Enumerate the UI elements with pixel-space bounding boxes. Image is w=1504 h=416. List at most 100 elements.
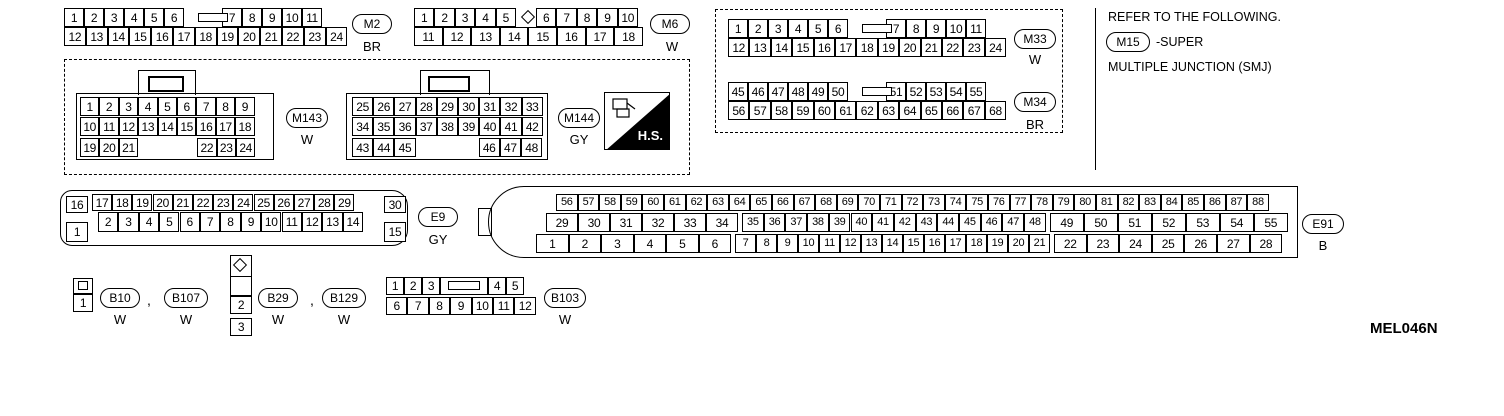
e91-pin-cell: 31	[610, 213, 642, 232]
m144-pin-cell: 34	[352, 117, 374, 136]
m2-pin-cell: 17	[173, 27, 195, 46]
m34-pin-cell: 55	[966, 82, 986, 101]
e91-pin-cell: 66	[772, 194, 794, 211]
e9-pin-cell: 19	[132, 194, 153, 211]
m34-pin-cell: 54	[946, 82, 966, 101]
e91-pin-cell: 68	[815, 194, 837, 211]
e91-pin-cell: 22	[1054, 234, 1087, 253]
e91-pin-cell: 65	[750, 194, 772, 211]
m6-pin-cell: 8	[576, 8, 598, 27]
m143-pin-cell: 10	[80, 117, 100, 136]
m2-pin-cell: 3	[104, 8, 124, 27]
e91-pin-cell: 87	[1225, 194, 1248, 211]
b10-connector-id-badge: B10	[100, 288, 140, 308]
e9-pin-cell: 12	[302, 212, 323, 232]
m34-pin-cell: 65	[920, 101, 942, 120]
m34-pin-cell: 47	[768, 82, 788, 101]
m143-pin-cell: 12	[118, 117, 139, 136]
m33-pin-cell: 2	[748, 19, 768, 38]
m33-pin-cell: 6	[828, 19, 848, 38]
m34-pin-cell: 64	[899, 101, 921, 120]
m6-pin-cell: 11	[414, 27, 443, 46]
b29-pin-cell: 2	[230, 296, 252, 314]
m34-pin-cell: 46	[748, 82, 768, 101]
m2-pin-cell: 22	[282, 27, 304, 46]
e91-side-tab	[478, 208, 492, 236]
m34-pin-cell: 57	[749, 101, 771, 120]
m34-pin-cell: 61	[835, 101, 857, 120]
m34-pin-cell: 67	[963, 101, 985, 120]
e9-pin-cell: 3	[118, 212, 139, 232]
m6-diamond-icon	[520, 9, 536, 25]
m33-pin-cell: 5	[808, 19, 828, 38]
b103-pin-cell: 12	[514, 297, 536, 315]
m6-pin-cell: 9	[597, 8, 618, 27]
e9-pin-cell: 25	[253, 194, 274, 211]
e9-pin-cell: 6	[179, 212, 200, 232]
e91-pin-cell: 80	[1074, 194, 1096, 211]
m34-pin-cell: 60	[813, 101, 835, 120]
e9-pin-cell: 10	[261, 212, 282, 232]
m144-pin-cell: 43	[352, 138, 374, 157]
m2-pin-cell: 13	[85, 27, 108, 46]
m143-pin-cell: 20	[99, 138, 119, 157]
m34-pin-cell: 68	[984, 101, 1007, 120]
e91-pin-cell: 78	[1031, 194, 1053, 211]
m2-pin-cell: 11	[302, 8, 322, 27]
m33-pin-cell: 4	[788, 19, 808, 38]
e91-pin-cell: 2	[568, 234, 601, 253]
m33-lock-tab	[862, 24, 892, 33]
m6-pin-cell: 13	[471, 27, 500, 46]
m2-lock-tab	[198, 13, 228, 22]
e91-pin-cell: 57	[577, 194, 600, 211]
separator-b10-b107: ,	[147, 292, 151, 308]
e91-pin-cell: 75	[966, 194, 988, 211]
m33-connector-id-badge: M33	[1014, 29, 1056, 49]
e91-pin-cell: 50	[1083, 213, 1118, 232]
e91-pin-cell: 37	[785, 213, 808, 232]
m34-pin-cell: 49	[808, 82, 828, 101]
b103-pin-cell: 2	[404, 277, 422, 295]
m2-pin-cell: 24	[325, 27, 348, 46]
e91-pin-cell: 64	[728, 194, 751, 211]
e9-pin-cell: 1	[66, 222, 88, 242]
m33-pin-cell: 21	[920, 38, 942, 57]
e9-pin-cell: 4	[138, 212, 159, 232]
m33-pin-cell: 1	[728, 19, 748, 38]
m144-pin-cell: 37	[415, 117, 437, 136]
m2-pin-cell: 2	[84, 8, 104, 27]
m144-pin-cell: 26	[373, 97, 395, 116]
m144-pin-cell: 35	[373, 117, 395, 136]
e91-pin-cell: 15	[903, 234, 924, 253]
m144-pin-cell: 46	[478, 138, 500, 157]
e91-pin-cell: 61	[664, 194, 686, 211]
m6-color-code: W	[665, 39, 679, 54]
m2-pin-cell: 8	[242, 8, 262, 27]
e91-pin-cell: 34	[706, 213, 738, 232]
b103-pin-cell: 5	[506, 277, 524, 295]
b29-pin-cell: 3	[230, 318, 252, 336]
m144-pin-cell: 36	[394, 117, 416, 136]
m143-lock-tab	[148, 76, 184, 92]
e91-pin-cell: 10	[798, 234, 819, 253]
e91-pin-cell: 26	[1184, 234, 1217, 253]
e9-pin-cell: 20	[152, 194, 173, 211]
m34-pin-cell: 58	[770, 101, 793, 120]
m33-pin-cell: 16	[813, 38, 835, 57]
m33-pin-cell: 19	[877, 38, 900, 57]
b29-blank-cavity	[230, 276, 252, 296]
m33-pin-cell: 14	[770, 38, 793, 57]
b103-pin-cell: 11	[493, 297, 515, 315]
m144-lock-tab	[428, 76, 470, 92]
m34-pin-cell: 63	[877, 101, 900, 120]
e9-housing	[60, 190, 408, 246]
m33-pin-cell: 17	[835, 38, 857, 57]
e9-pin-cell: 18	[112, 194, 133, 211]
e91-pin-cell: 35	[742, 213, 764, 232]
e91-pin-cell: 16	[924, 234, 945, 253]
e9-pin-cell: 8	[220, 212, 241, 232]
e91-pin-cell: 69	[836, 194, 859, 211]
m2-pin-cell: 14	[107, 27, 130, 46]
m144-pin-cell: 48	[521, 138, 543, 157]
m144-pin-cell: 25	[352, 97, 374, 116]
